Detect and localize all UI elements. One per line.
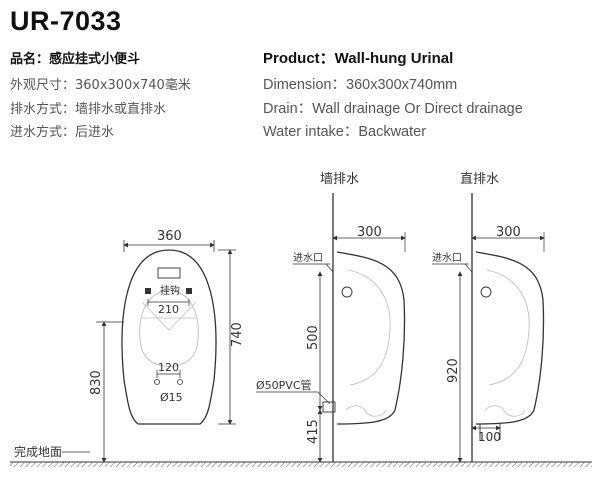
hole-dia-label: Ø15: [160, 391, 183, 404]
wall-drain-title: 墙排水: [320, 172, 359, 187]
front-width-label: 360: [157, 229, 182, 244]
pipe-label: Ø50PVC管: [256, 378, 312, 392]
wall-inlet-height-label: 500: [306, 325, 321, 350]
direct-drain-view: 直排水 300 进水口 920 100: [432, 172, 545, 463]
en-spec-product: Product：Wall-hung Urinal: [263, 50, 454, 67]
front-height-label: 740: [230, 322, 245, 347]
wall-depth-label: 300: [357, 225, 382, 240]
direct-depth-label: 300: [496, 225, 521, 240]
wall-drain-view: 墙排水 300 进水口 500 Ø50PVC管 415: [256, 172, 406, 463]
floor-line: [10, 461, 592, 467]
cn-spec-water: 进水方式：后进水: [10, 125, 115, 140]
en-spec-dimension: Dimension：360x300x740mm: [263, 77, 458, 93]
cn-spec-name: 品名：感应挂式小便斗: [10, 52, 141, 67]
front-overall-label: 830: [89, 370, 104, 395]
direct-inlet-label: 进水口: [432, 252, 462, 264]
hook-spacing-label: 210: [158, 303, 179, 316]
cn-spec-dimension: 外观尺寸：360x300x740毫米: [10, 78, 191, 93]
model-number: UR-7033: [10, 6, 122, 36]
en-spec-drain: Drain：Wall drainage Or Direct drainage: [263, 101, 523, 117]
wall-drain-height-label: 415: [306, 419, 321, 444]
direct-inlet-height-label: 920: [446, 358, 461, 383]
floor-label: 完成地面: [14, 444, 62, 459]
direct-drain-title: 直排水: [460, 172, 499, 187]
en-spec-water: Water intake：Backwater: [263, 124, 427, 140]
direct-drain-offset-label: 100: [478, 430, 501, 444]
front-view: 360 挂钩 210 120 Ø15 740 830: [89, 229, 245, 463]
hole-spacing-label: 120: [158, 361, 179, 374]
wall-inlet-label: 进水口: [293, 252, 323, 264]
hook-label: 挂钩: [160, 284, 180, 297]
cn-spec-drain: 排水方式：墙排水或直排水: [10, 102, 167, 117]
